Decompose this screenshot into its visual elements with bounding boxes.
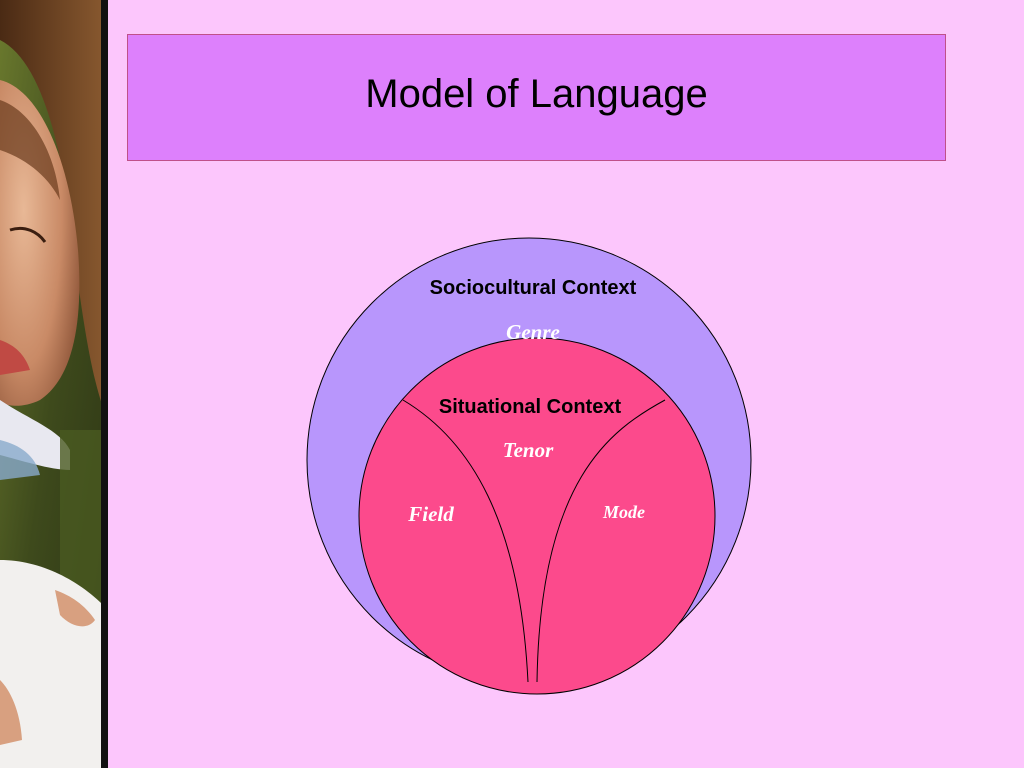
sociocultural-context-label: Sociocultural Context xyxy=(430,277,637,299)
situational-context-label: Situational Context xyxy=(439,396,622,418)
tenor-mode-divider xyxy=(536,399,666,683)
genre-label: Genre xyxy=(506,320,560,344)
slide-title: Model of Language xyxy=(365,72,708,116)
field-label: Field xyxy=(407,502,454,526)
field-tenor-divider xyxy=(402,399,529,683)
child-photo xyxy=(0,0,108,768)
mode-label: Mode xyxy=(602,502,645,522)
tenor-label: Tenor xyxy=(503,438,554,462)
situational-context-circle xyxy=(358,337,716,695)
child-photo-image xyxy=(0,0,108,768)
title-box: Model of Language xyxy=(127,34,946,161)
